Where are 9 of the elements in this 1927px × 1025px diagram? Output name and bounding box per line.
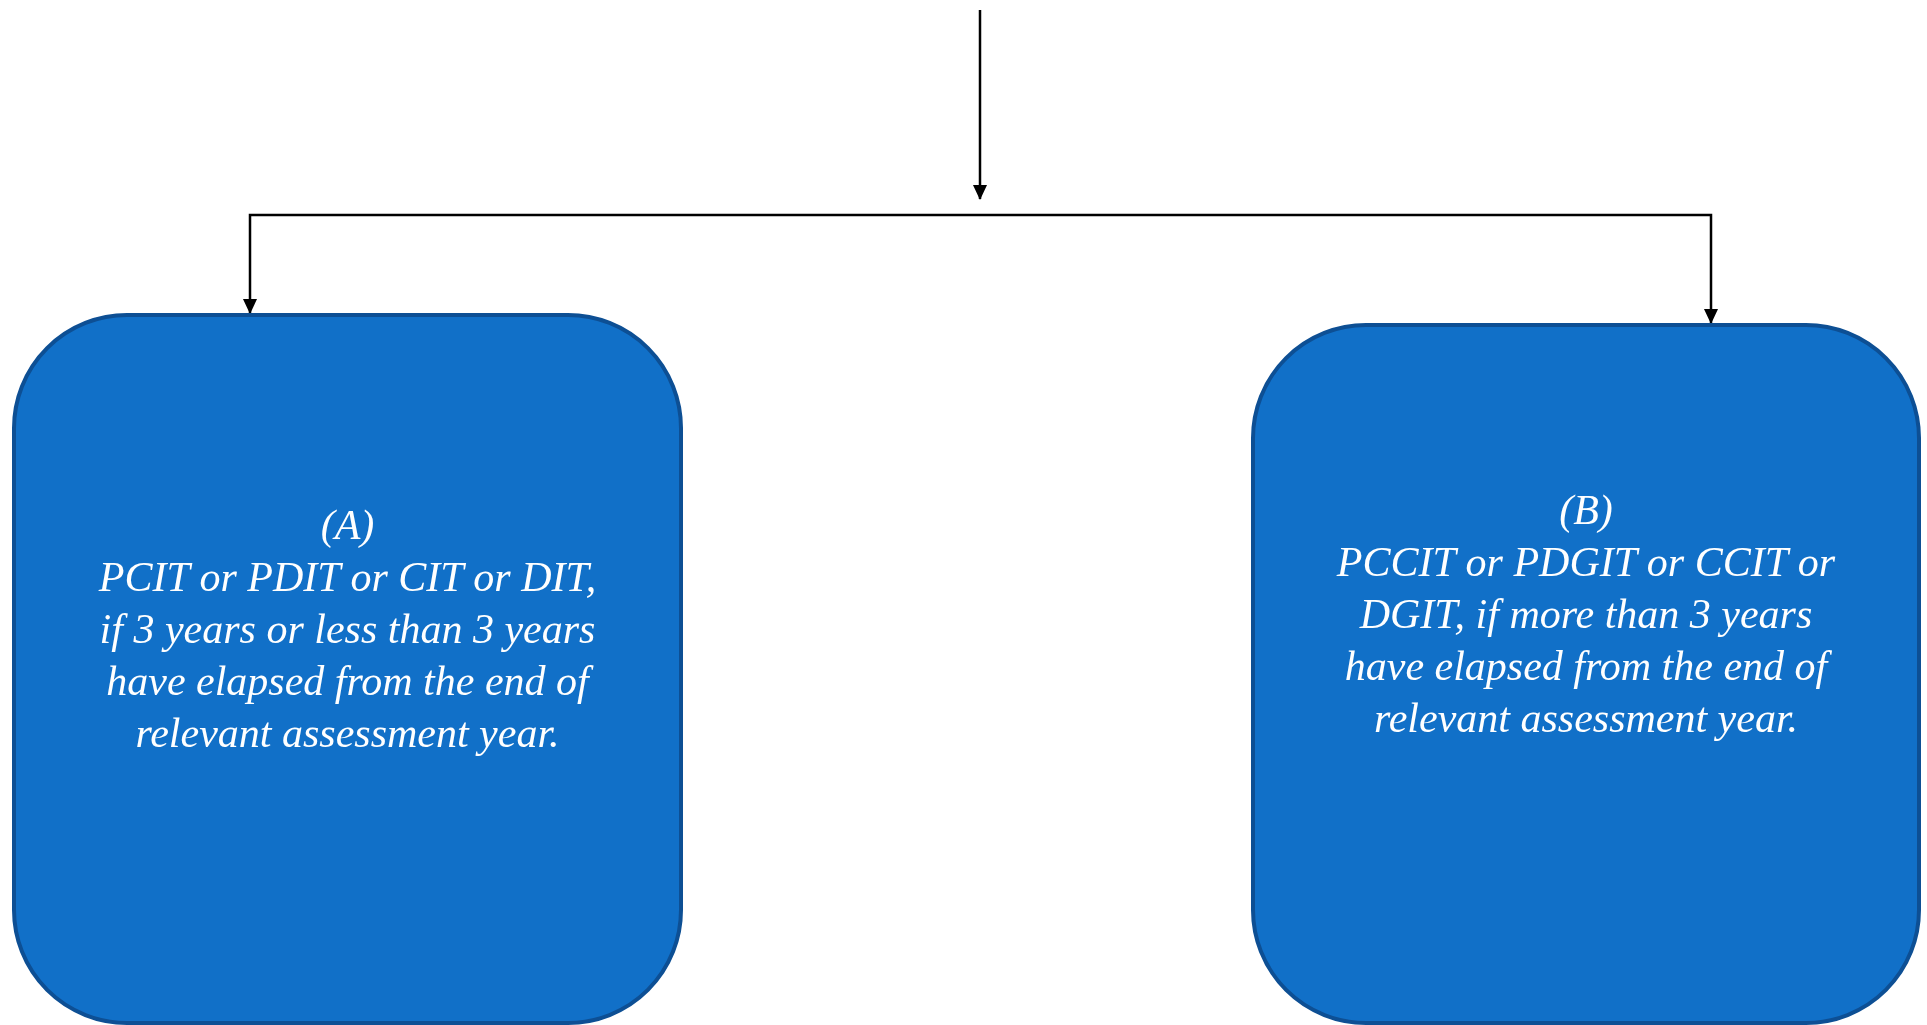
arrow	[980, 213, 1718, 324]
box-text: PCCIT or PDGIT or CCIT or DGIT, if more than 3 years have elapsed from the end of relevant assessment year.	[1335, 538, 1837, 743]
rounded-box	[1251, 323, 1921, 1025]
arrow	[973, 10, 987, 200]
rounded-box	[12, 313, 683, 1025]
box-text: PCIT or PDIT or CIT or DIT, if 3 years or less than 3 years have elapsed from the end of relevant assessment year.	[97, 553, 598, 758]
box-heading: (A)	[320, 501, 375, 550]
box-heading: (B)	[1559, 486, 1613, 535]
arrow	[243, 213, 980, 314]
